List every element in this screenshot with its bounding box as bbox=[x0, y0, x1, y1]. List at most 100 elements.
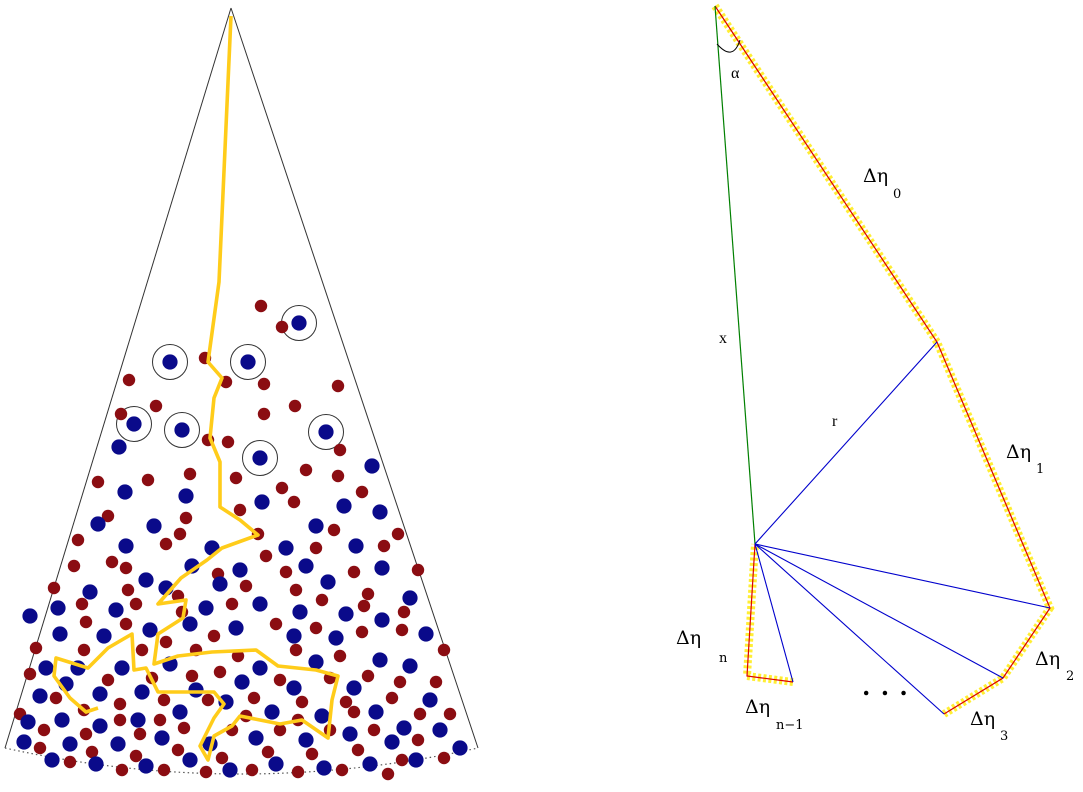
radial-4 bbox=[754, 543, 945, 715]
red-particle-79 bbox=[393, 675, 407, 689]
blue-particle-14 bbox=[146, 518, 162, 534]
eta0-label: Δη bbox=[863, 165, 888, 187]
blue-particle-39 bbox=[52, 626, 68, 642]
blue-particle-20 bbox=[348, 538, 364, 554]
red-particle-124 bbox=[381, 767, 395, 781]
eta0-subscript: 0 bbox=[893, 187, 901, 202]
x-label: x bbox=[719, 330, 727, 347]
blue-particle-44 bbox=[286, 628, 302, 644]
red-particle-49 bbox=[129, 597, 143, 611]
blue-particle-74 bbox=[16, 734, 32, 750]
red-particle-113 bbox=[305, 747, 319, 761]
blue-particle-16 bbox=[372, 504, 388, 520]
red-particle-10 bbox=[149, 399, 163, 413]
red-particle-15 bbox=[229, 471, 243, 485]
red-particle-59 bbox=[269, 617, 283, 631]
red-particle-123 bbox=[335, 763, 349, 777]
red-particle-60 bbox=[309, 621, 323, 635]
yellow-zigzag-path bbox=[52, 15, 340, 762]
eta3-subscript: 3 bbox=[1000, 729, 1008, 744]
red-particle-33 bbox=[259, 549, 273, 563]
red-particle-17 bbox=[91, 475, 105, 489]
red-particle-68 bbox=[289, 643, 303, 657]
red-particle-122 bbox=[291, 765, 305, 779]
isolation-circle-6 bbox=[242, 440, 278, 476]
blue-particle-26 bbox=[82, 584, 98, 600]
red-particle-81 bbox=[49, 691, 63, 705]
red-particle-36 bbox=[67, 559, 81, 573]
isolation-circles bbox=[116, 305, 344, 476]
blue-particle-85 bbox=[44, 752, 60, 768]
blue-particle-31 bbox=[50, 600, 66, 616]
red-particle-58 bbox=[207, 629, 221, 643]
blue-particle-88 bbox=[182, 752, 198, 768]
isolation-circle-1 bbox=[152, 344, 188, 380]
blue-particle-93 bbox=[408, 752, 424, 768]
red-particle-70 bbox=[437, 643, 451, 657]
red-particle-65 bbox=[135, 643, 149, 657]
red-particle-110 bbox=[171, 743, 185, 757]
blue-particle-47 bbox=[38, 660, 54, 676]
red-particles bbox=[13, 299, 457, 781]
red-particle-78 bbox=[361, 669, 375, 683]
blue-particle-9 bbox=[117, 484, 133, 500]
red-particle-30 bbox=[391, 527, 405, 541]
blue-particle-2 bbox=[240, 354, 256, 370]
red-particle-109 bbox=[129, 749, 143, 763]
blue-particle-46 bbox=[418, 626, 434, 642]
red-particle-106 bbox=[411, 733, 425, 747]
red-particle-37 bbox=[119, 561, 133, 575]
red-particle-1 bbox=[275, 320, 289, 334]
blue-particle-76 bbox=[110, 736, 126, 752]
red-particle-14 bbox=[183, 467, 197, 481]
particle-cone-panel bbox=[4, 7, 479, 781]
red-particle-54 bbox=[397, 605, 411, 619]
blue-particle-70 bbox=[264, 704, 280, 720]
blue-particle-12 bbox=[336, 498, 352, 514]
blue-particle-64 bbox=[20, 714, 36, 730]
red-particle-23 bbox=[233, 503, 247, 517]
red-particle-86 bbox=[295, 695, 309, 709]
red-particle-108 bbox=[85, 745, 99, 759]
blue-particle-1 bbox=[162, 354, 178, 370]
red-particle-32 bbox=[159, 537, 173, 551]
blue-particle-34 bbox=[252, 596, 268, 612]
blue-particle-15 bbox=[308, 518, 324, 534]
blue-particle-51 bbox=[252, 660, 268, 676]
red-particle-85 bbox=[247, 691, 261, 705]
eta2-subscript: 2 bbox=[1066, 669, 1074, 684]
eta1-label: Δη bbox=[1006, 441, 1031, 463]
red-particle-51 bbox=[225, 597, 239, 611]
red-particle-45 bbox=[239, 579, 253, 593]
blue-particle-53 bbox=[372, 652, 388, 668]
red-particle-19 bbox=[275, 481, 289, 495]
red-particle-116 bbox=[437, 751, 451, 765]
red-particle-74 bbox=[185, 669, 199, 683]
red-particle-64 bbox=[77, 643, 91, 657]
red-particle-76 bbox=[273, 673, 287, 687]
blue-particle-42 bbox=[182, 616, 198, 632]
red-particle-31 bbox=[105, 555, 119, 569]
red-particle-9 bbox=[257, 407, 271, 421]
radial-r bbox=[754, 341, 938, 545]
blue-particle-67 bbox=[130, 712, 146, 728]
isolation-circle-2 bbox=[230, 344, 266, 380]
red-particle-53 bbox=[357, 599, 371, 613]
blue-particle-13 bbox=[90, 516, 106, 532]
blue-particle-45 bbox=[328, 630, 344, 646]
blue-particle-19 bbox=[278, 540, 294, 556]
red-particle-75 bbox=[213, 665, 227, 679]
blue-particle-49 bbox=[114, 660, 130, 676]
radial-3 bbox=[754, 543, 1004, 679]
blue-particle-4 bbox=[174, 422, 190, 438]
red-particle-84 bbox=[201, 693, 215, 707]
red-particle-97 bbox=[443, 707, 457, 721]
red-particle-48 bbox=[75, 597, 89, 611]
blue-particle-35 bbox=[292, 604, 308, 620]
red-particle-35 bbox=[377, 539, 391, 553]
blue-particle-60 bbox=[234, 674, 250, 690]
red-particle-29 bbox=[327, 523, 341, 537]
blue-particle-24 bbox=[298, 558, 314, 574]
red-particle-21 bbox=[101, 509, 115, 523]
